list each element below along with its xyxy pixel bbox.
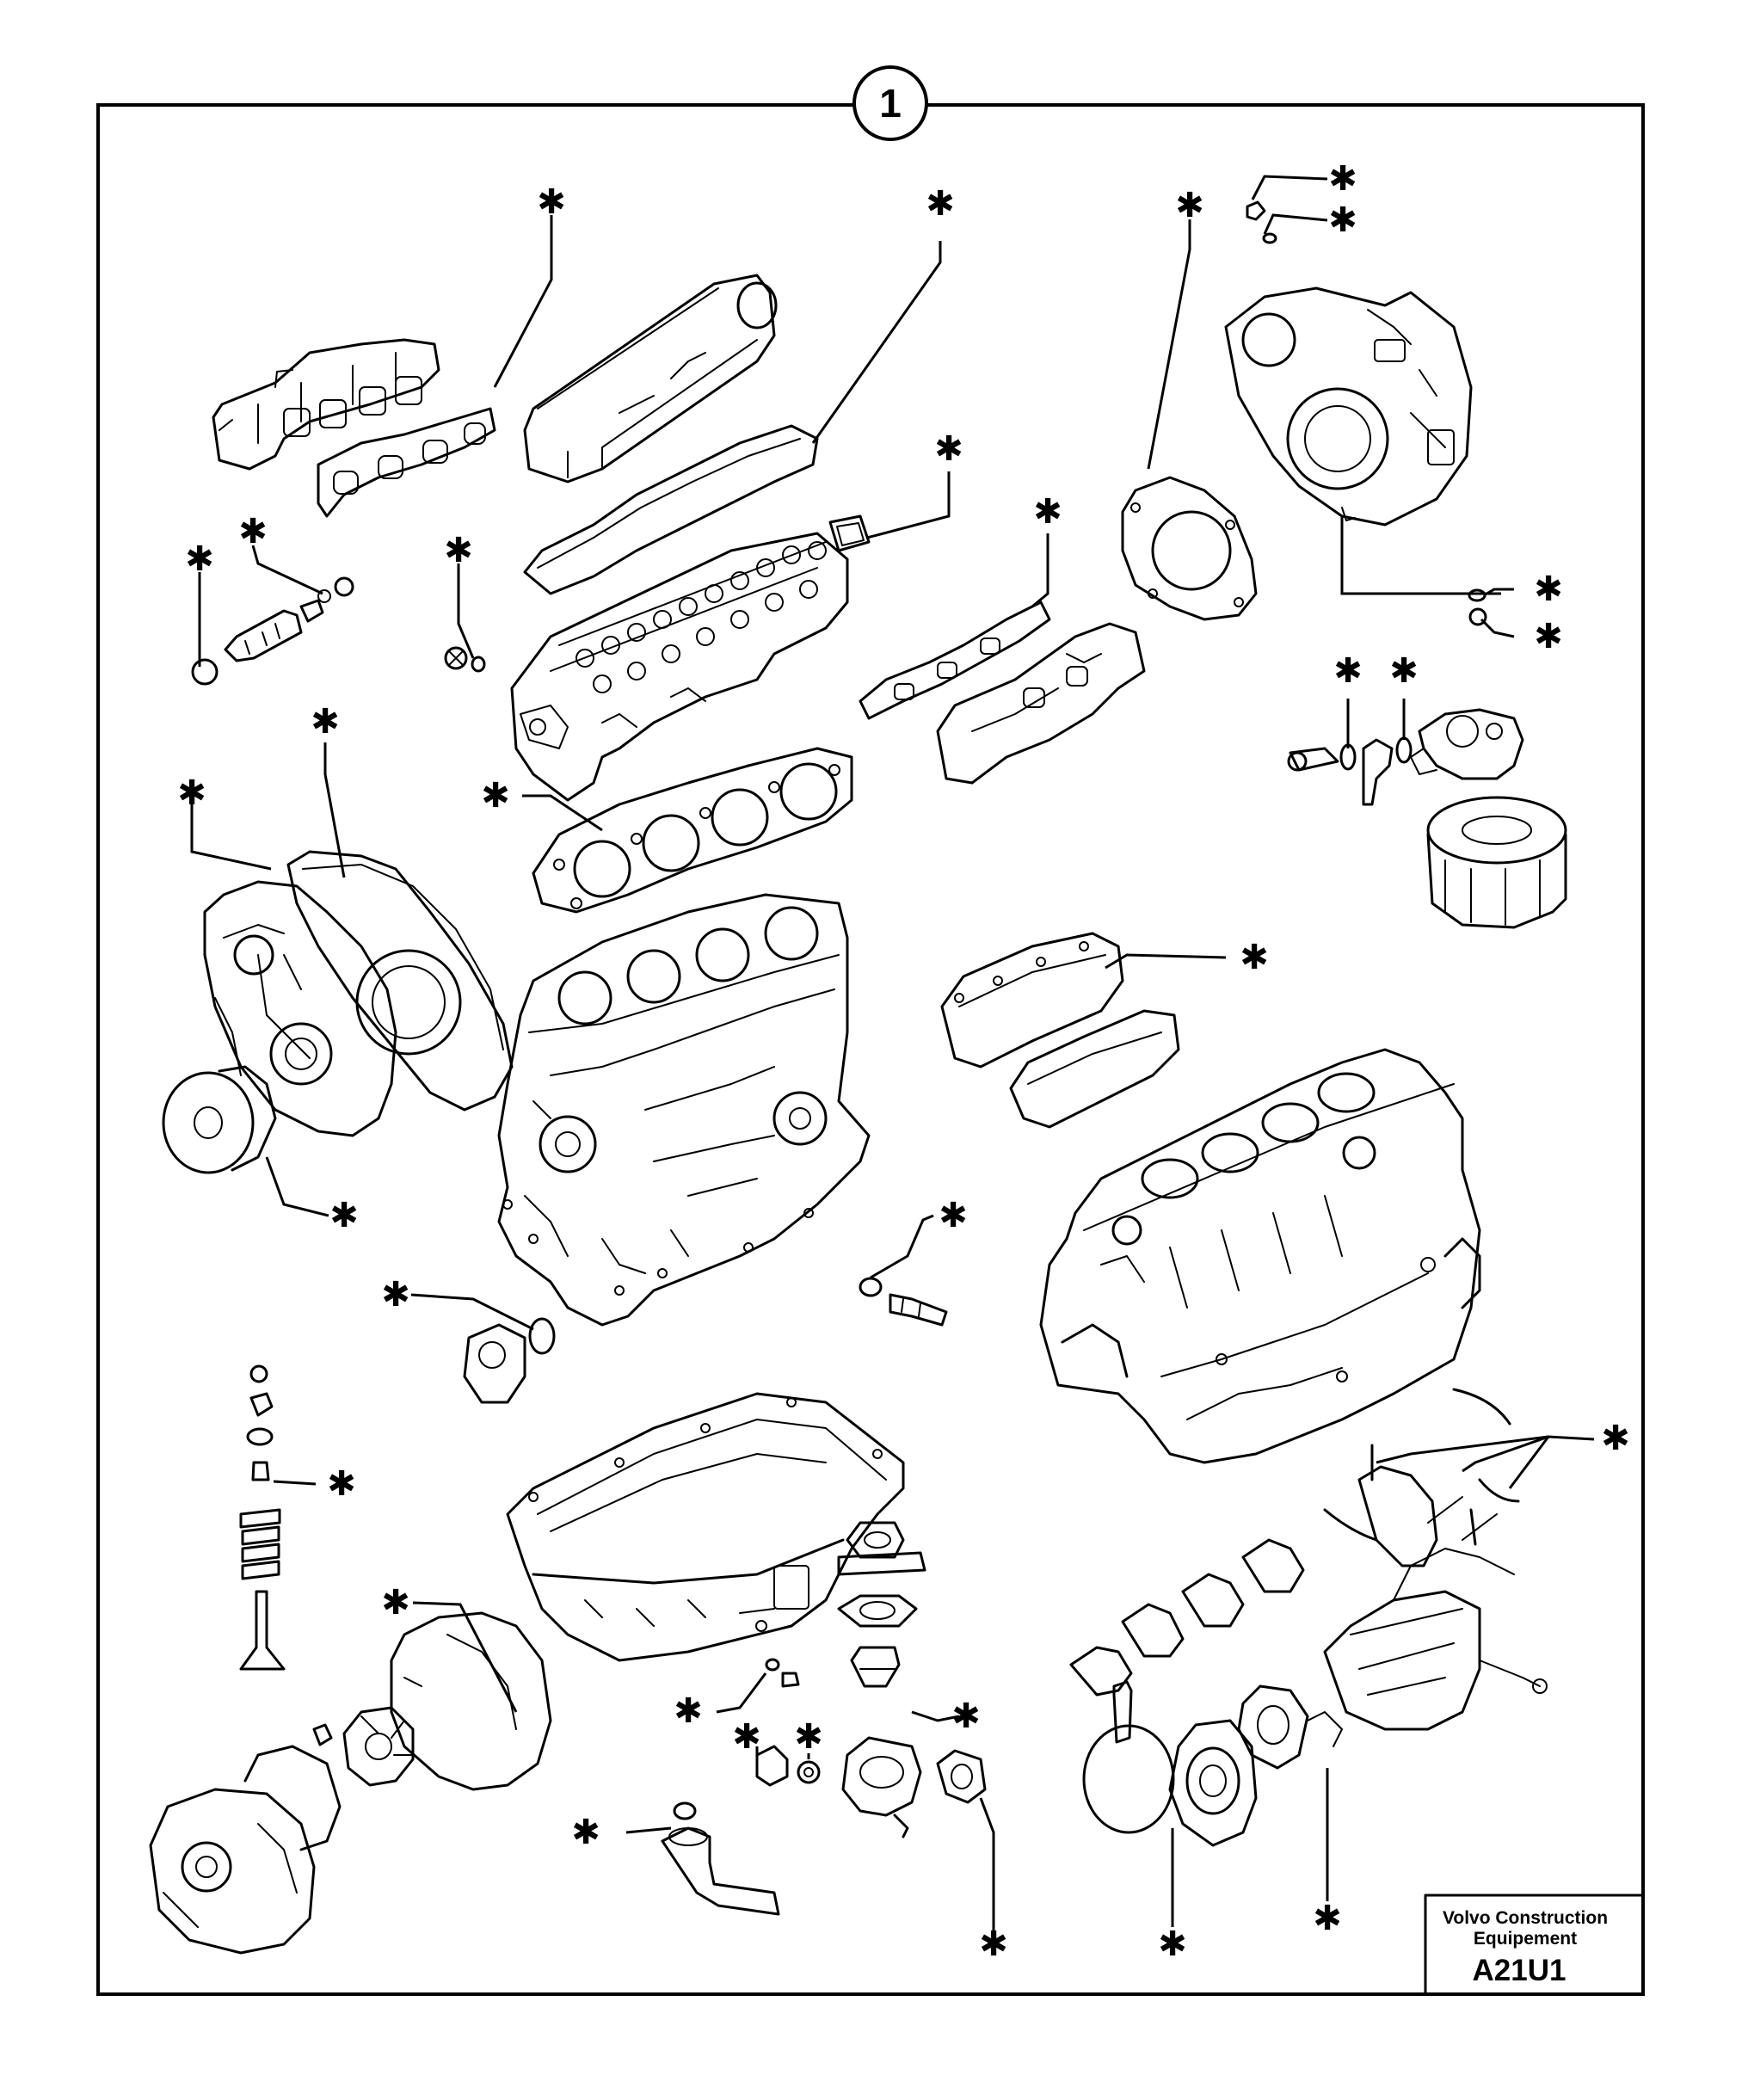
- oil-filter-assembly: [1287, 708, 1567, 929]
- injector: [191, 576, 354, 686]
- marker-injection-pump-gasket: ✱: [1313, 1899, 1342, 1938]
- marker-head-plug-washer: ✱: [444, 531, 473, 570]
- marker-valve-cover-gasket: ✱: [926, 184, 955, 224]
- brand-line-1: Volvo Construction: [1443, 1908, 1608, 1928]
- marker-rear-seal-o-ring: ✱: [1158, 1924, 1187, 1964]
- water-pipe: [661, 1801, 780, 1916]
- injection-pump: [1307, 1496, 1548, 1747]
- marker-front-seal: ✱: [329, 1196, 359, 1235]
- marker-side-cover-gasket: ✱: [1240, 938, 1269, 977]
- engine-block: [497, 893, 871, 1327]
- kit-markers: ✱ ✱ ✱ ✱ ✱ ✱ ✱ ✱ ✱ ✱ ✱ ✱ ✱ ✱ ✱ ✱ ✱ ✱ ✱ ✱ …: [177, 159, 1630, 1964]
- thermostat-group: [837, 1521, 987, 1838]
- oil-pressure-switch: [859, 1277, 948, 1327]
- marker-housing-washer-2: ✱: [1534, 617, 1563, 656]
- valve-train: [239, 1364, 286, 1671]
- intake-manifold-gasket-part: [859, 600, 1051, 720]
- bare-engine-block: [1039, 1048, 1481, 1464]
- marker-timing-case-gasket: ✱: [311, 702, 340, 742]
- marker-drain-plug-washer: ✱: [674, 1691, 703, 1731]
- parts: [149, 200, 1567, 1955]
- valve-cover-gasket-part: [523, 424, 819, 595]
- marker-housing-washer-1: ✱: [1534, 570, 1563, 609]
- timing-case: [203, 850, 514, 1137]
- brand-line-2: Equipement: [1474, 1929, 1577, 1949]
- marker-bearing-set: ✱: [1601, 1419, 1630, 1458]
- marker-oil-pump-o-ring: ✱: [381, 1275, 410, 1315]
- marker-banjo-washer-1: ✱: [1333, 651, 1363, 691]
- marker-thermostat-gasket: ✱: [951, 1697, 981, 1736]
- marker-injector-washer: ✱: [238, 512, 268, 551]
- marker-fitting-washer: ✱: [732, 1717, 761, 1757]
- exhaust-manifold: [212, 338, 440, 471]
- intake-manifold: [936, 622, 1146, 785]
- head-plug: [444, 646, 486, 673]
- marker-exhaust-manifold-gasket: ✱: [537, 182, 566, 222]
- callout-number: 1: [879, 81, 902, 126]
- leader-lines: [190, 175, 1595, 1931]
- inlet-gasket-part: [828, 514, 871, 552]
- housing-washers-part: [1468, 588, 1487, 626]
- frame: 1: [96, 65, 1645, 1996]
- housing-plug-bolt-part: [1246, 200, 1277, 244]
- marker-housing-plug-bolt: ✱: [1328, 159, 1357, 199]
- front-seal-part: [162, 1065, 277, 1174]
- marker-head-gasket: ✱: [481, 776, 510, 816]
- callout-circle: [852, 65, 928, 141]
- head-gasket-part: [532, 747, 853, 914]
- oil-pump: [463, 1317, 556, 1404]
- side-cover-gaskets: [940, 932, 1180, 1129]
- marker-injector-seal: ✱: [185, 539, 214, 579]
- cylinder-head: [510, 532, 849, 802]
- marker-flywheel-housing-gasket: ✱: [1175, 186, 1204, 225]
- title-block: Volvo Construction Equipement A21U1: [1424, 1894, 1645, 1996]
- rear-seal-and-bearings: [1069, 1388, 1520, 1847]
- drain-plug: [765, 1658, 800, 1688]
- fitting: [755, 1745, 821, 1787]
- marker-inlet-gasket: ✱: [934, 429, 963, 469]
- marker-valve-stem-seal: ✱: [327, 1464, 356, 1504]
- flywheel-housing-gasket-part: [1121, 476, 1258, 621]
- water-pump: [149, 1611, 552, 1955]
- marker-banjo-washer-2: ✱: [1389, 651, 1419, 691]
- head-valve-springs: [575, 541, 827, 693]
- marker-pipe-o-ring: ✱: [571, 1813, 600, 1852]
- marker-intake-manifold-gasket: ✱: [1033, 492, 1062, 532]
- marker-housing-plug-washer: ✱: [1328, 200, 1357, 240]
- oil-pan: [506, 1392, 905, 1662]
- drawing-code: A21U1: [1473, 1954, 1566, 1987]
- marker-timing-cover-gasket: ✱: [177, 773, 206, 813]
- exhaust-gasket-part: [317, 407, 496, 518]
- marker-water-pump-gasket: ✱: [381, 1583, 410, 1623]
- marker-fitting-seal: ✱: [794, 1717, 823, 1757]
- marker-thermostat-cover-gasket: ✱: [979, 1924, 1008, 1964]
- marker-oil-pressure-switch-washer: ✱: [939, 1196, 968, 1235]
- valve-cover: [523, 274, 778, 483]
- flywheel-housing: [1224, 286, 1473, 527]
